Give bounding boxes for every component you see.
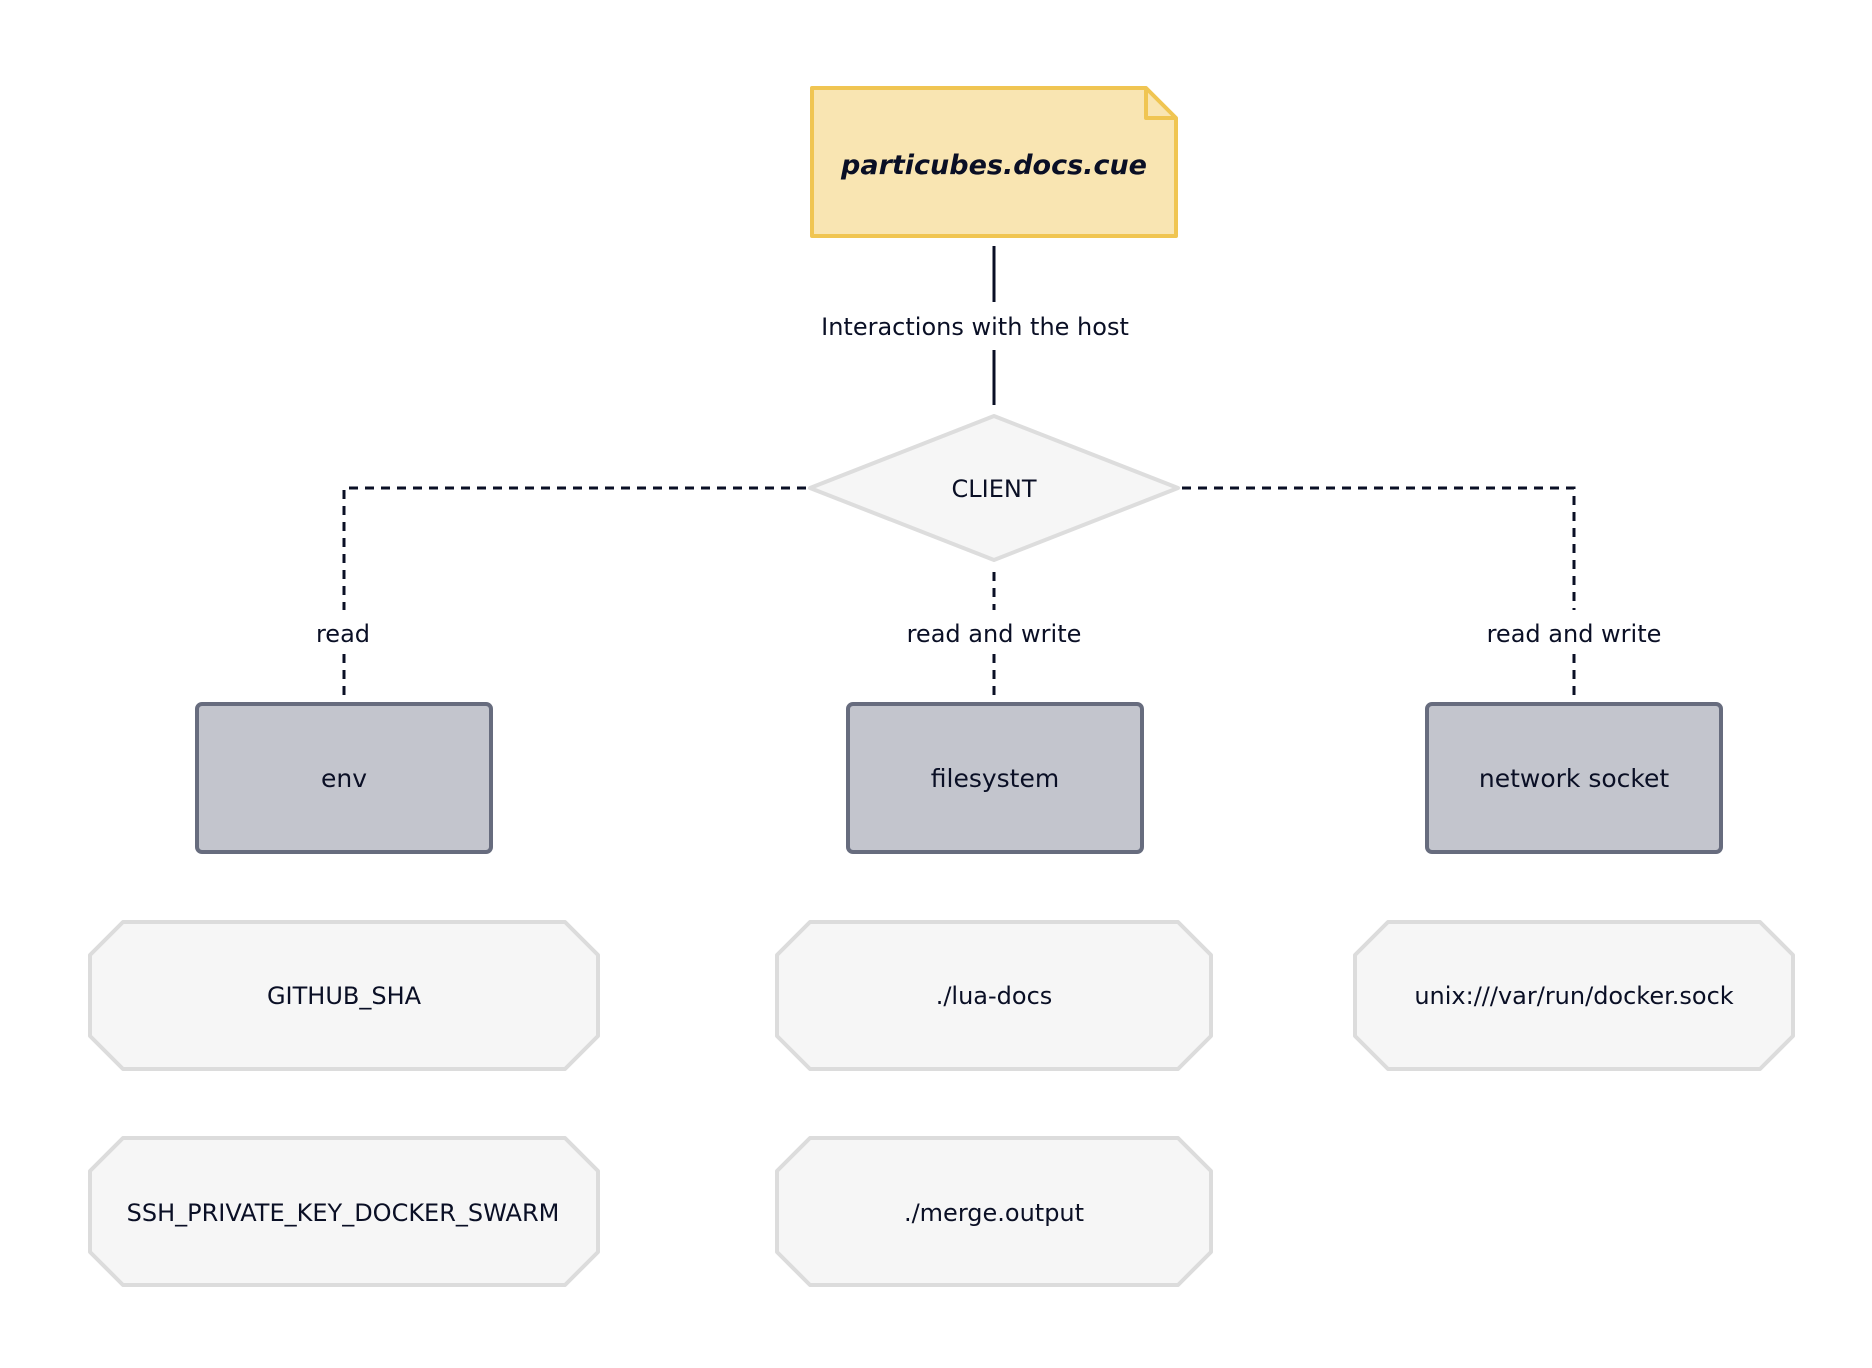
resource-label-env: env: [321, 764, 367, 793]
client-label: CLIENT: [952, 475, 1037, 503]
item-octagon: [775, 1136, 1213, 1287]
edge-label-read-write-net: read and write: [1487, 620, 1662, 648]
item-ssh-private-key: SSH_PRIVATE_KEY_DOCKER_SWARM: [88, 1136, 600, 1287]
resource-box-network-socket: [1425, 702, 1723, 854]
resource-filesystem: filesystem: [846, 702, 1144, 854]
item-octagon: [88, 1136, 600, 1287]
item-label: ./lua-docs: [936, 982, 1053, 1010]
item-label: GITHUB_SHA: [267, 982, 422, 1010]
edge-label-read-write-fs: read and write: [907, 620, 1082, 648]
resource-label-filesystem: filesystem: [931, 764, 1059, 793]
edge-env-path-upper: [342, 486, 806, 610]
edge-client-to-env: read: [316, 486, 806, 698]
item-octagon: [775, 920, 1213, 1071]
title-note-shape: [810, 86, 1178, 238]
item-octagon: [1353, 920, 1795, 1071]
edge-label-read: read: [316, 620, 370, 648]
edge-client-to-filesystem: read and write: [907, 572, 1082, 698]
item-label: ./merge.output: [904, 1199, 1084, 1227]
resource-label-network-socket: network socket: [1479, 764, 1670, 793]
title-note: particubes.docs.cue: [810, 86, 1178, 238]
item-docker-sock: unix:///var/run/docker.sock: [1353, 920, 1795, 1071]
edge-label-interactions: Interactions with the host: [821, 313, 1129, 341]
client-node: CLIENT: [808, 414, 1180, 562]
title-label: particubes.docs.cue: [840, 150, 1147, 181]
title-note-fold: [1144, 88, 1176, 120]
item-label: unix:///var/run/docker.sock: [1414, 982, 1733, 1010]
item-octagon: [88, 920, 600, 1071]
item-github-sha: GITHUB_SHA: [88, 920, 600, 1071]
resource-box-env: [195, 702, 493, 854]
resource-box-filesystem: [846, 702, 1144, 854]
item-lua-docs: ./lua-docs: [775, 920, 1213, 1071]
resource-env: env: [195, 702, 493, 854]
client-diamond: [808, 414, 1180, 562]
resource-network-socket: network socket: [1425, 702, 1723, 854]
item-label: SSH_PRIVATE_KEY_DOCKER_SWARM: [127, 1199, 560, 1227]
edge-title-to-client: Interactions with the host: [821, 246, 1129, 405]
edge-client-to-network: read and write: [1182, 486, 1662, 698]
item-merge-output: ./merge.output: [775, 1136, 1213, 1287]
edge-net-path-upper: [1182, 486, 1576, 610]
